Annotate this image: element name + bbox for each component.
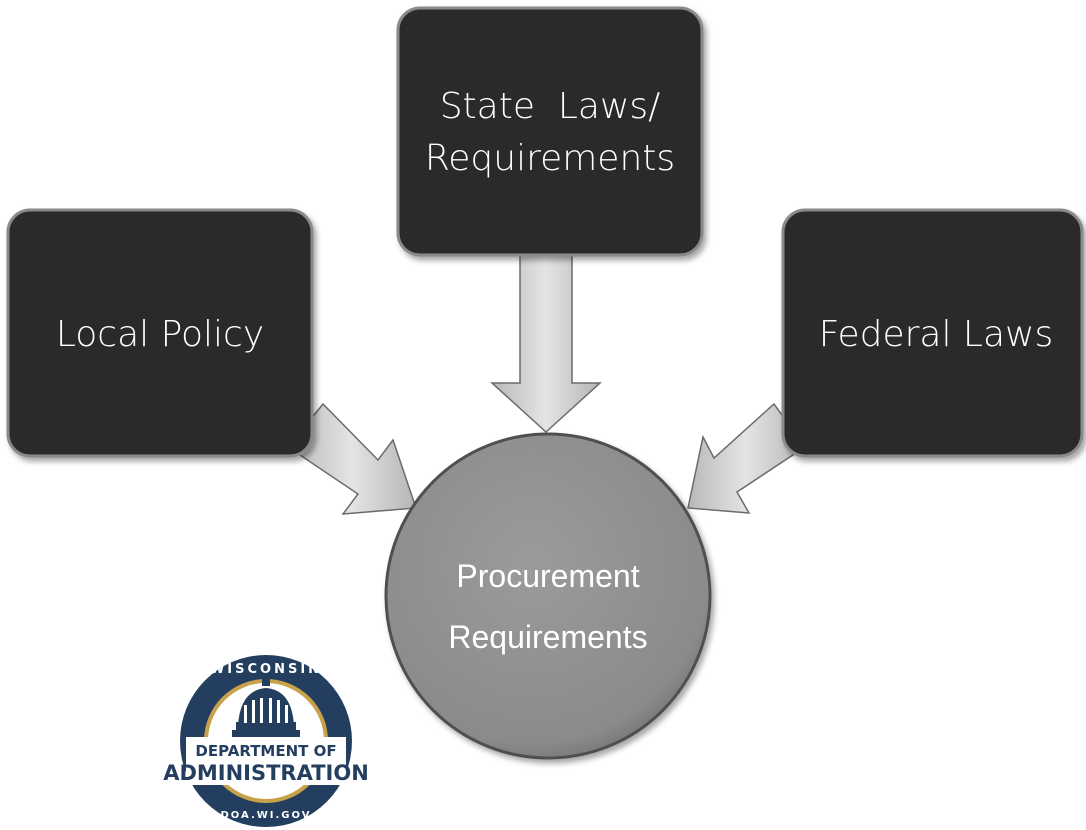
logo-arc-bottom: DOA.WI.GOV — [221, 810, 312, 821]
state-laws-label-line2: Requirements — [425, 138, 675, 179]
arrow-top-to-center — [490, 252, 602, 434]
local-policy-label: Local Policy — [56, 314, 264, 355]
capitol-dome-icon — [232, 676, 300, 740]
federal-laws-label: Federal Laws — [819, 314, 1054, 355]
state-laws-label-line1: State Laws/ — [440, 86, 661, 127]
doa-logo: WISCONSIN DEPARTMENT OF ADMINISTRATION D… — [163, 655, 369, 827]
procurement-circle: Procurement Requirements — [384, 432, 712, 760]
procurement-label-line2: Requirements — [448, 619, 647, 655]
local-policy-box: Local Policy — [6, 208, 314, 458]
federal-laws-box: Federal Laws — [781, 208, 1084, 458]
logo-line1: DEPARTMENT OF — [195, 742, 336, 760]
logo-line2: ADMINISTRATION — [163, 761, 369, 785]
state-laws-box: State Laws/ Requirements — [396, 6, 704, 257]
procurement-label-line1: Procurement — [456, 558, 639, 594]
logo-arc-top: WISCONSIN — [210, 662, 322, 677]
